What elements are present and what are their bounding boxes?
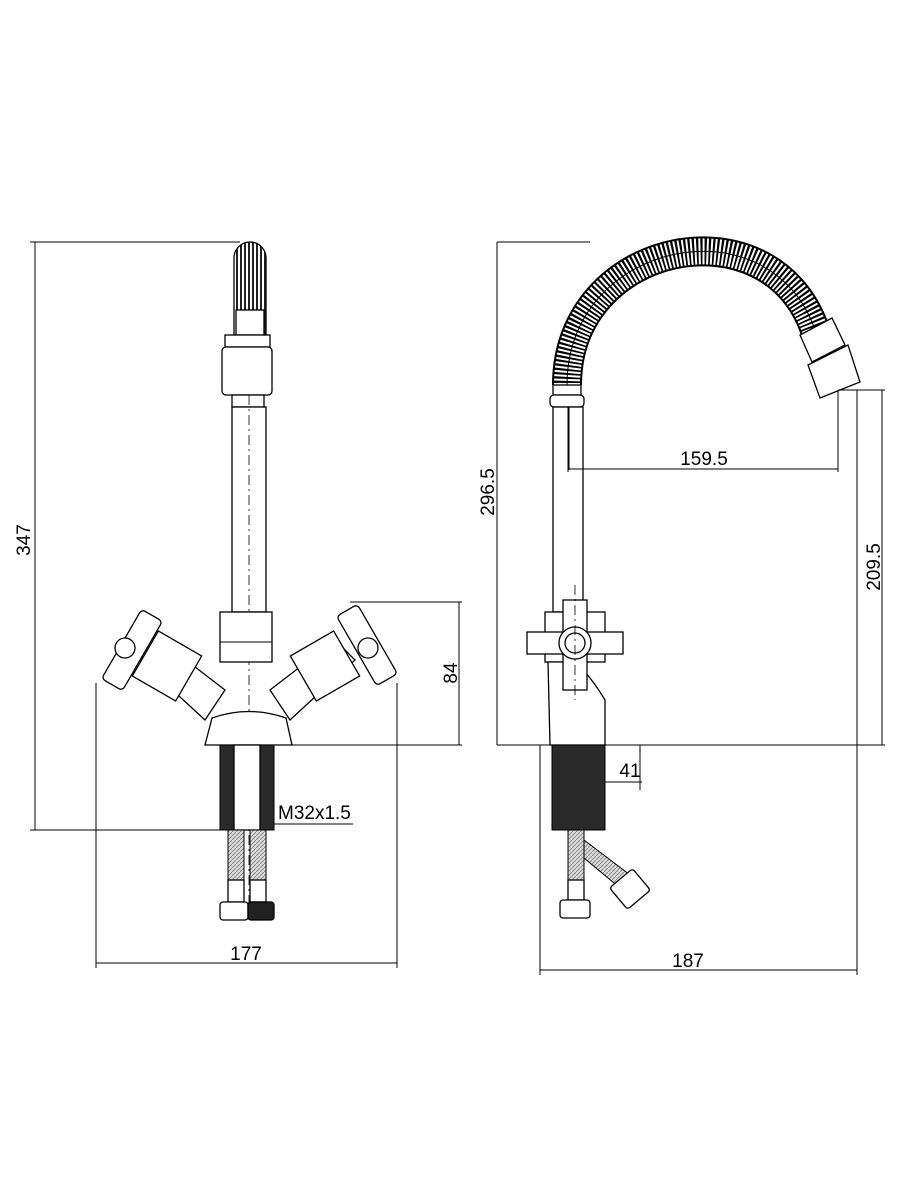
dimension-label-height: 347 <box>14 524 35 556</box>
spout-collar <box>552 384 582 396</box>
front-view: 347 <box>14 241 462 968</box>
dimension-label-reach: 159.5 <box>680 449 728 470</box>
arched-flexible-hose <box>552 236 861 399</box>
thread-spec-label: M32x1.5 <box>278 803 351 824</box>
dimension-159-5: 159.5 <box>567 390 839 472</box>
base-flange <box>204 710 293 746</box>
pipe-collar <box>231 394 265 408</box>
thread-spec: M32x1.5 <box>274 803 353 825</box>
dimension-209-5: 209.5 <box>838 389 885 745</box>
supply-hoses <box>219 829 275 921</box>
mounting-thread-side <box>551 744 606 831</box>
dimension-label-thread-offset: 41 <box>619 761 640 782</box>
supply-hoses-side <box>559 829 650 919</box>
hose-nut <box>221 346 273 396</box>
cross-handle <box>526 585 624 700</box>
mounting-thread <box>219 744 275 831</box>
flexible-hose <box>233 241 267 336</box>
dimension-label-outlet-height: 209.5 <box>864 543 885 591</box>
right-valve <box>269 605 397 721</box>
dimension-label-handle-height: 84 <box>441 662 462 684</box>
mixer-body <box>219 611 273 663</box>
hose-nut-top <box>224 334 271 348</box>
dimension-187: 187 <box>539 390 858 975</box>
side-view: 296.5 <box>478 236 885 975</box>
dimension-label-width: 177 <box>230 944 262 965</box>
dimension-label-depth: 187 <box>672 951 704 972</box>
dimension-84: 84 <box>292 601 462 746</box>
dimension-347: 347 <box>14 241 240 831</box>
dimension-label-spout-height: 296.5 <box>478 468 499 516</box>
dimension-177: 177 <box>95 683 398 968</box>
left-valve <box>102 610 226 721</box>
dimension-41: 41 <box>605 745 642 790</box>
